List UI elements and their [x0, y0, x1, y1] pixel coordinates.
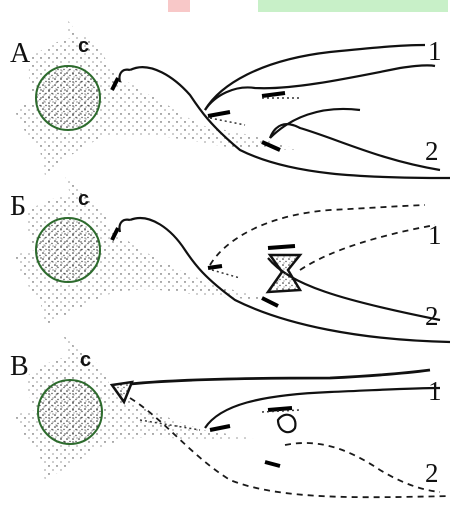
- panel-a-label: А: [10, 38, 31, 69]
- panel-a-fiber-1-inner: [205, 65, 435, 110]
- panel-v-synapse-2: [268, 408, 292, 410]
- panel-a-nucleus: [36, 66, 100, 130]
- panel-b-label-2: 2: [425, 301, 439, 331]
- panel-v-synapse-1: [210, 426, 230, 430]
- panel-b-fiber-1-inner: [300, 225, 435, 270]
- panel-v-label-1: 1: [428, 376, 442, 406]
- panel-v: В c 1 2: [10, 336, 450, 497]
- panel-a-synapse-2: [262, 93, 285, 96]
- panel-v-label-2: 2: [425, 458, 439, 488]
- panel-b-synapse-3: [208, 266, 222, 268]
- panel-a-synapse-1: [208, 112, 230, 116]
- panel-v-label: В: [10, 351, 29, 382]
- panel-a-fiber-1: [205, 45, 425, 110]
- panel-b-soma-label: c: [78, 188, 89, 210]
- panel-b-label-1: 1: [428, 220, 442, 250]
- panel-b-nucleus: [36, 218, 100, 282]
- panel-b-soma-terminal: [119, 220, 130, 232]
- panel-b-dotted-1: [212, 270, 240, 278]
- panel-a: А c 1 2: [10, 18, 450, 178]
- panel-v-fiber-1-inner: [205, 388, 440, 428]
- panel-a-fiber-2: [270, 124, 440, 170]
- panel-a-label-2: 2: [425, 136, 439, 166]
- panel-a-soma-label: c: [78, 35, 89, 57]
- panel-v-fiber-1: [130, 370, 430, 384]
- panel-v-soma-label: c: [80, 349, 91, 371]
- panel-v-fiber-2-inner: [285, 443, 440, 492]
- panel-b-terminal-hourglass: [268, 255, 300, 292]
- panel-a-dotted-1: [210, 118, 245, 125]
- panel-b-label: Б: [10, 191, 26, 222]
- panel-v-nucleus: [38, 380, 102, 444]
- panel-b: Б c 1 2: [10, 172, 450, 342]
- panel-v-bouton: [278, 415, 295, 432]
- panel-b-fiber-1: [210, 205, 425, 265]
- panel-a-label-1: 1: [428, 36, 442, 66]
- panel-b-synapse-2: [262, 298, 278, 306]
- panel-b-synapse-1: [268, 246, 295, 248]
- panel-v-synapse-3: [265, 462, 280, 466]
